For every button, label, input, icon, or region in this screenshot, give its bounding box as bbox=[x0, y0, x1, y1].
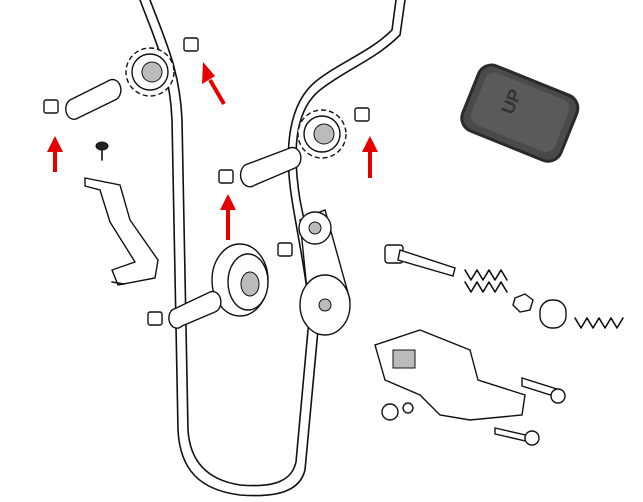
sprocket-right bbox=[297, 109, 347, 159]
drive-belt bbox=[139, 0, 406, 497]
arrow-diagonal-icon bbox=[202, 62, 226, 106]
arrow-up-icon bbox=[220, 194, 236, 240]
rubber-block-photo: UP bbox=[460, 63, 580, 163]
sprocket-upper-left bbox=[125, 47, 175, 97]
arrow-up-icon bbox=[362, 136, 378, 178]
rubber-blocks bbox=[43, 37, 370, 326]
red-arrows bbox=[47, 62, 378, 240]
arrow-up-icon bbox=[47, 136, 63, 172]
tension-arm bbox=[298, 209, 351, 336]
idler-pulley bbox=[211, 243, 269, 317]
shaft-bushings bbox=[65, 78, 302, 329]
tensioner-assembly bbox=[374, 244, 624, 446]
mounting-bracket bbox=[84, 177, 159, 286]
screw bbox=[95, 141, 109, 161]
